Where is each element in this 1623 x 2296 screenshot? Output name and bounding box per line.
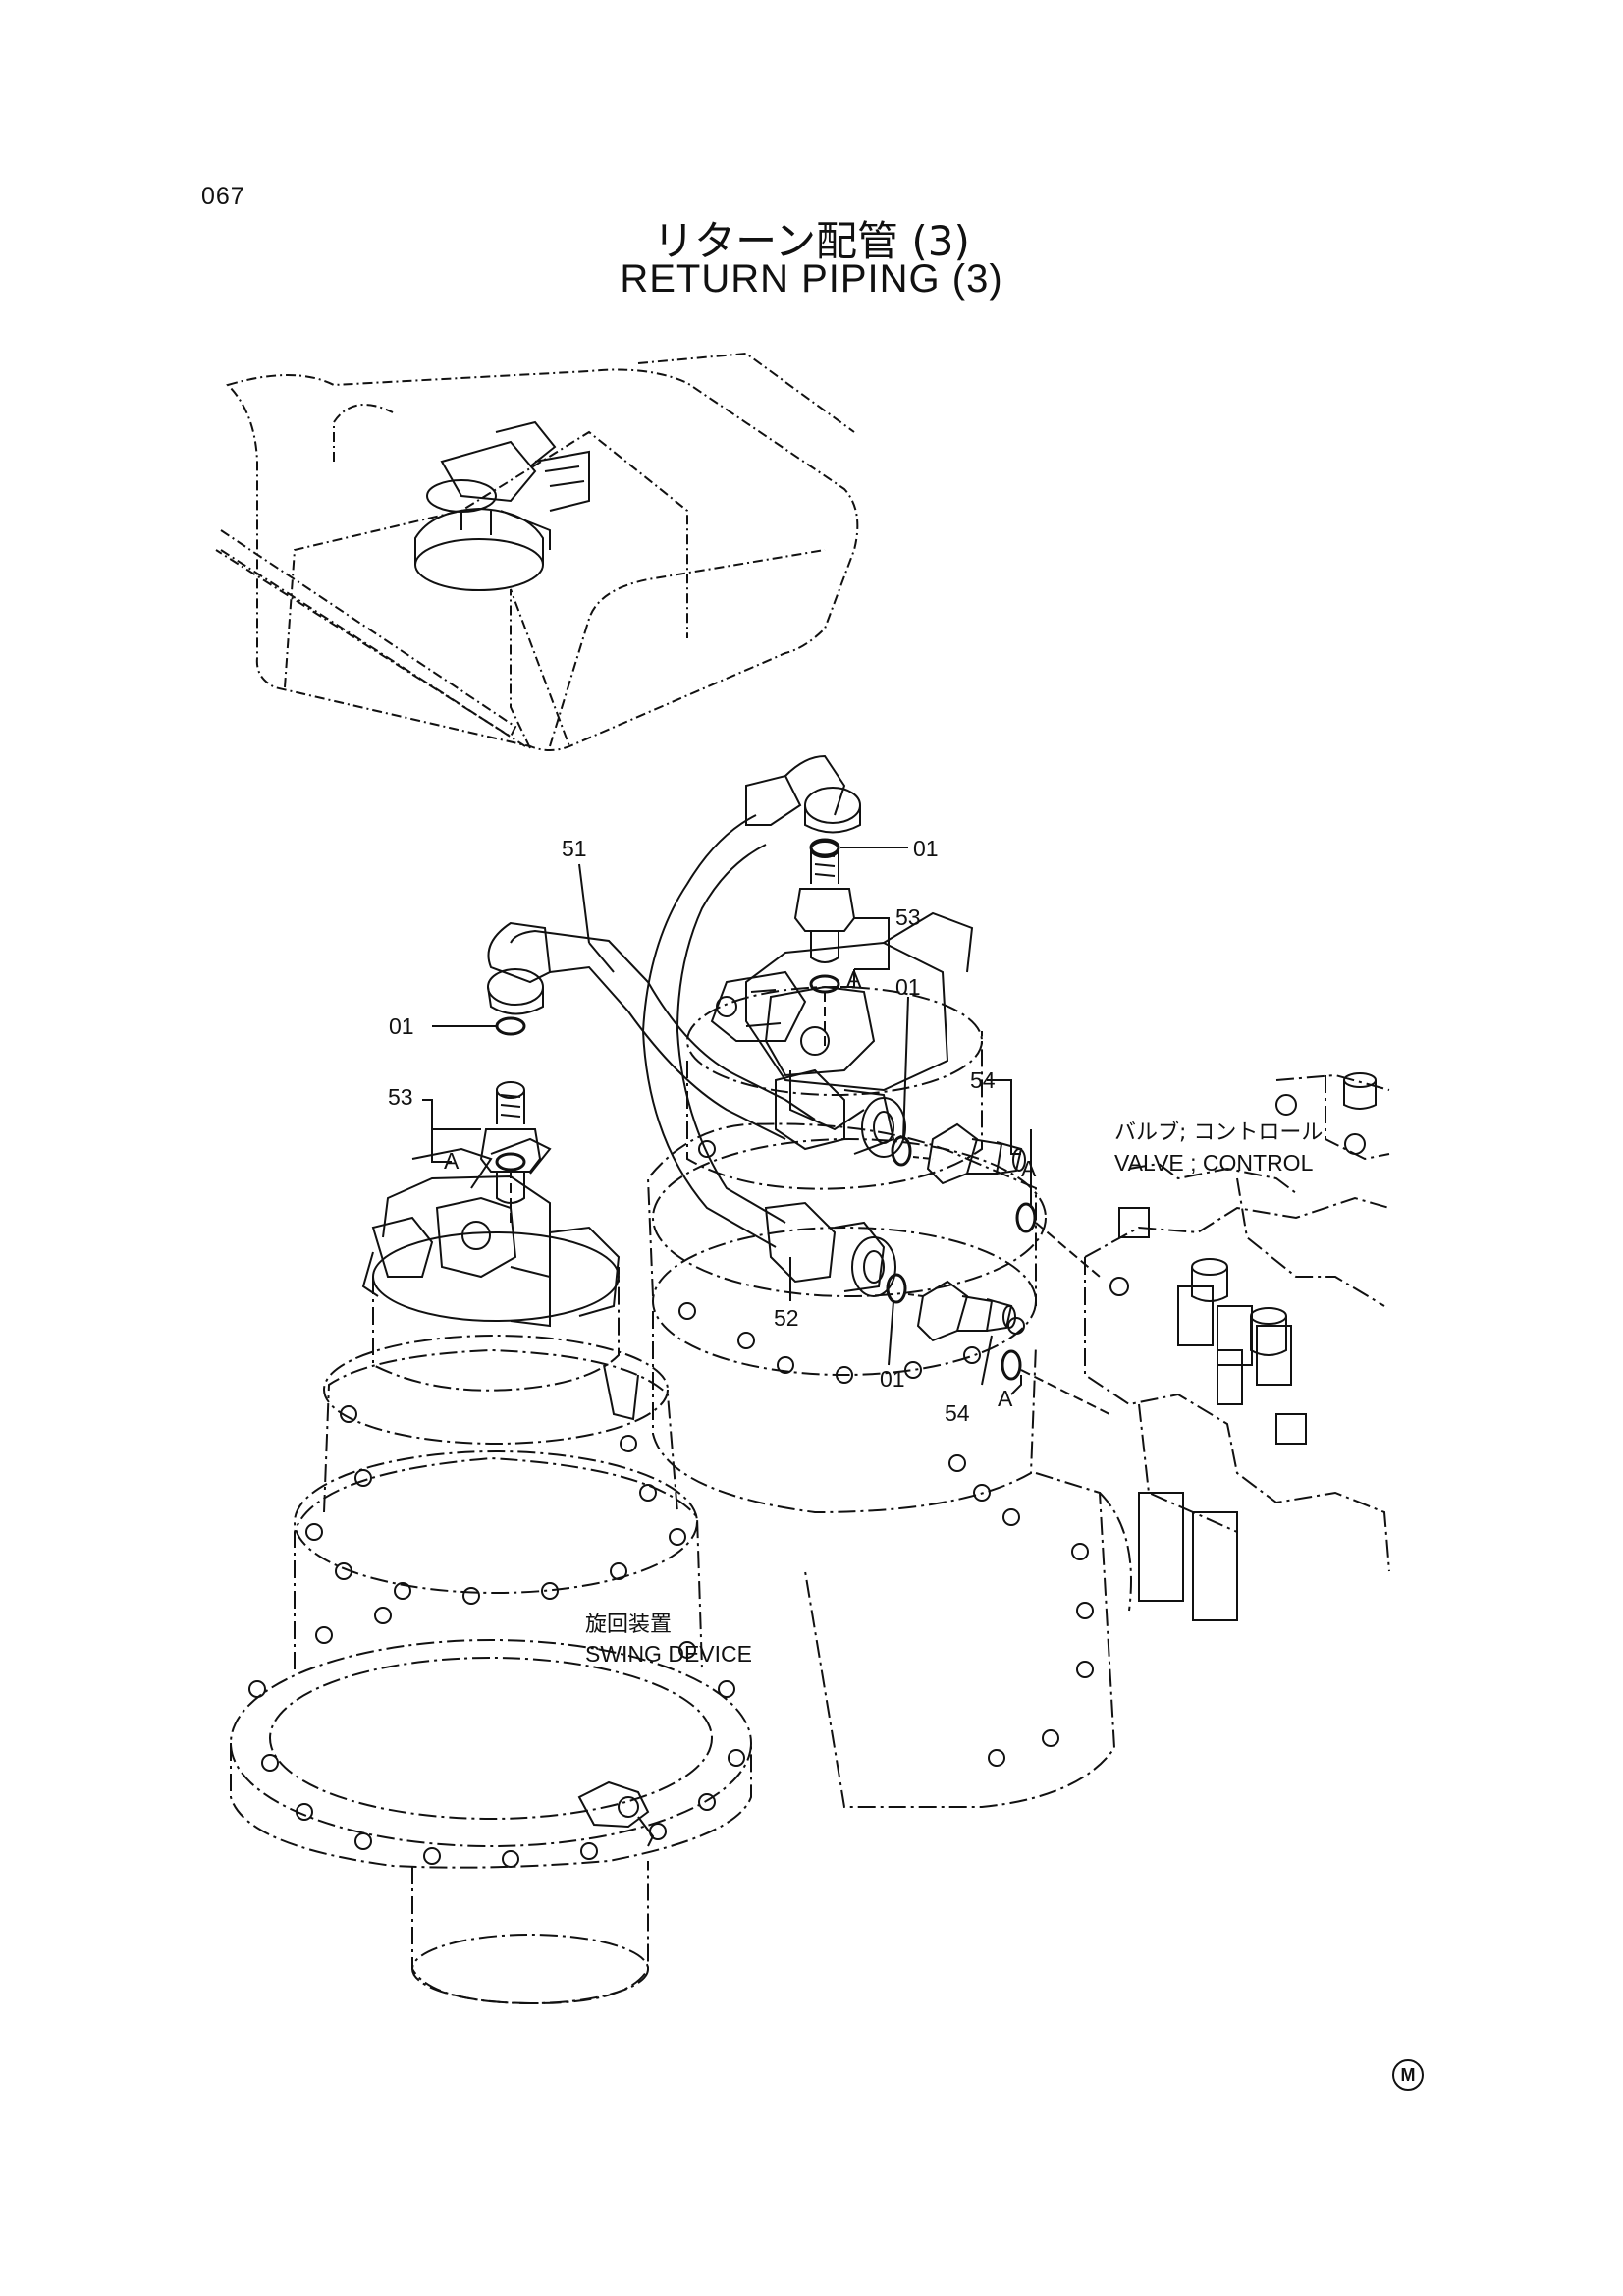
- callout-01-right-top: 01: [913, 836, 939, 861]
- label-valve-control-en: VALVE ; CONTROL: [1114, 1150, 1314, 1175]
- label-valve-control-ja: バルブ; コントロール: [1114, 1121, 1323, 1145]
- callout-a-valve-top: A: [1021, 1156, 1037, 1181]
- callout-53-right: 53: [895, 904, 921, 930]
- machine-overview-sketch: [215, 352, 859, 751]
- adapter-54-bottom: [916, 1280, 1016, 1342]
- callout-53-left: 53: [388, 1084, 413, 1110]
- label-swing-device-ja: 旋回装置: [585, 1613, 672, 1637]
- callout-a-right: A: [846, 966, 862, 992]
- control-valve-spools: [1109, 1072, 1377, 1621]
- callout-labels: 51 01 53 A 01 01 53 A 54 A 52 01 54 A バル…: [388, 836, 1323, 1667]
- callout-51: 51: [562, 836, 587, 861]
- catalog-m-mark: M: [1392, 2059, 1424, 2091]
- callout-52: 52: [774, 1305, 799, 1331]
- swing-device-rear: [646, 911, 1132, 1808]
- adapter-54-top: [926, 1122, 1026, 1185]
- page-number: 067: [201, 183, 245, 210]
- callout-01-left: 01: [389, 1013, 414, 1039]
- callout-a-valve-bottom: A: [998, 1386, 1013, 1411]
- label-swing-device-en: SWING DEVICE: [585, 1641, 752, 1667]
- callout-54-bottom: 54: [945, 1400, 970, 1426]
- page-title-english: RETURN PIPING (3): [620, 257, 1003, 301]
- callout-54-top: 54: [970, 1067, 996, 1093]
- page-title-japanese: リターン配管 (3): [653, 217, 970, 265]
- hose-51: [487, 921, 906, 1158]
- callout-a-left: A: [444, 1148, 460, 1174]
- callout-01-bottom: 01: [880, 1366, 905, 1392]
- overview-swing-motor-sketch: [414, 420, 590, 591]
- swing-device-front: [230, 1137, 752, 2005]
- hose-52: [641, 754, 896, 1297]
- leader-lines: [422, 847, 1110, 1415]
- adapter-53-right: [793, 841, 856, 963]
- callout-01-middle: 01: [895, 974, 921, 1000]
